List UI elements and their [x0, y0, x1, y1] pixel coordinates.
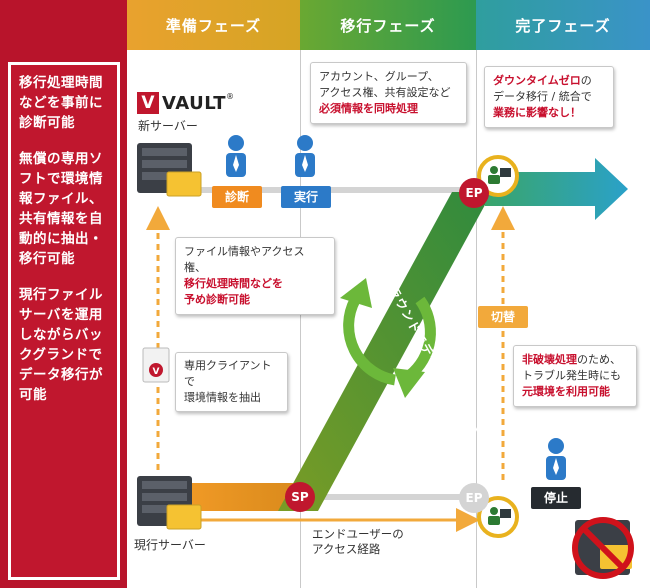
sp-marker: SP — [285, 482, 315, 512]
bubble-required-info: アカウント、グループ、 アクセス権、共有設定など 必須情報を同時処理 — [310, 62, 467, 124]
stop-tag: 停止 — [531, 487, 581, 509]
feature-sidebar: 移行処理時間などを事前に診断可能 無償の専用ソフトで環境情報ファイル、共有情報を… — [8, 62, 120, 580]
user-workstation-ep-icon — [477, 155, 519, 197]
header-left-spacer — [0, 0, 127, 50]
phase-divider — [300, 50, 301, 588]
cycle-arrowhead-left — [340, 278, 372, 308]
new-server-icon — [137, 143, 202, 197]
header-completion-phase: 完了フェーズ — [476, 0, 650, 50]
cycle-arrow-left — [343, 297, 397, 386]
vault-logo-registered: ® — [225, 92, 234, 101]
sidebar-text-free-software: 無償の専用ソフトで環境情報ファイル、共有情報を自動的に抽出・移行可能 — [19, 151, 103, 267]
diagnose-tag: 診断 — [212, 186, 262, 208]
person-execute-icon — [295, 135, 315, 177]
header-prep-phase: 準備フェーズ — [127, 0, 300, 50]
stopped-server-icon — [572, 517, 634, 579]
person-stop-icon — [546, 438, 566, 480]
current-server-label: 現行サーバー — [134, 538, 206, 552]
client-document-icon: V — [142, 347, 170, 383]
background-migration-band — [278, 192, 492, 511]
current-server-icon — [137, 476, 202, 530]
new-server-label: 新サーバー — [138, 119, 198, 133]
ep-marker: EP — [459, 178, 489, 208]
svg-text:V: V — [153, 367, 160, 377]
person-diagnose-icon — [226, 135, 246, 177]
sp-orange-band — [185, 483, 300, 511]
user-workstation-bottom-icon — [477, 496, 519, 538]
header-migration-phase: 移行フェーズ — [300, 0, 476, 50]
bubble-nondestructive: 非破壊処理のため、 トラブル発生時にも 元環境を利用可能 — [513, 345, 637, 407]
bubble-diagnose-info: ファイル情報やアクセス権、 移行処理時間などを 予め診断可能 — [175, 237, 335, 315]
migration-complete-arrow — [485, 158, 628, 220]
vault-logo: V VAULT ® — [137, 92, 234, 114]
vault-logo-mark: V — [137, 92, 159, 114]
vault-logo-text: VAULT — [162, 92, 226, 114]
sidebar-text-background: 現行ファイルサーバを運用しながらバックグランドでデータ移行が可能 — [19, 287, 103, 403]
switch-tag: 切替 — [478, 306, 528, 328]
cycle-arrowhead-right — [393, 368, 425, 398]
bubble-zero-downtime: ダウンタイムゼロの データ移行 / 統合で 業務に影響なし！ — [484, 66, 614, 128]
sidebar-text-diagnose: 移行処理時間などを事前に診断可能 — [19, 75, 103, 131]
end-user-path-label: エンドユーザーの アクセス経路 — [312, 527, 404, 556]
execute-tag: 実行 — [281, 186, 331, 208]
bubble-client-extract: 専用クライアントで 環境情報を抽出 — [175, 352, 288, 412]
cycle-arrow-right — [406, 296, 436, 380]
phase-divider — [476, 50, 477, 588]
ep-marker-faded: EP — [459, 483, 489, 513]
